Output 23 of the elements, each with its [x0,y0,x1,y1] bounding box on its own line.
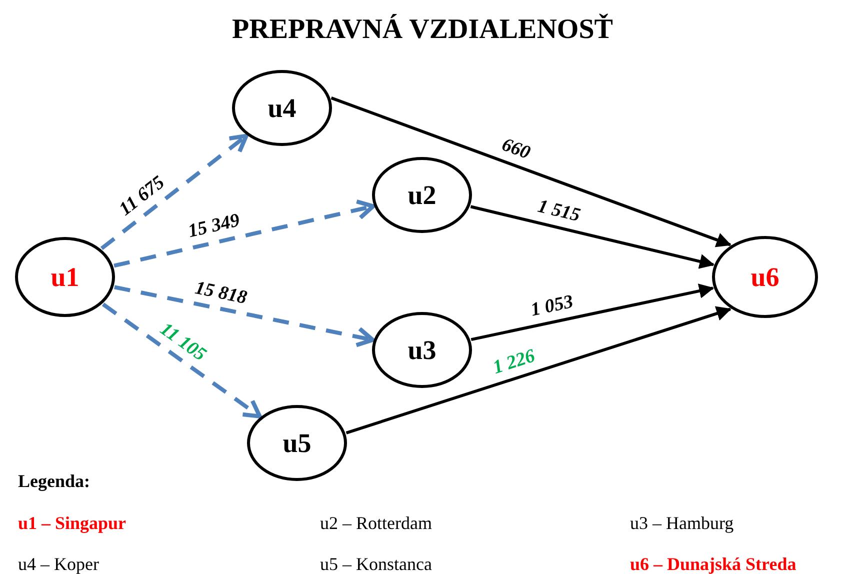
node-label: u2 [408,178,436,212]
arrow [114,285,375,348]
node-label: u6 [750,260,780,294]
arrow [102,302,262,418]
arrow [100,134,248,250]
node-label: u4 [268,92,296,125]
legend-heading: Legenda: [18,470,90,492]
arrow [346,306,732,434]
node-label: u1 [50,260,80,294]
arrow [114,199,376,268]
diagram-title: PREPRAVNÁ VZDIALENOSŤ [232,12,613,47]
legend-entry: u2 – Rotterdam [320,512,432,534]
legend-entry: u4 – Koper [18,553,99,574]
node-label: u3 [408,334,436,367]
arrow [470,205,715,269]
legend-entry: u1 – Singapur [18,512,126,534]
node-label: u5 [282,426,312,460]
arrow [470,284,714,342]
arrow [330,96,732,248]
node-ellipse [712,236,818,318]
legend-entry: u6 – Dunajská Streda [630,553,796,574]
legend-entry: u5 – Konstanca [320,553,432,574]
legend-entry: u3 – Hamburg [630,512,734,534]
